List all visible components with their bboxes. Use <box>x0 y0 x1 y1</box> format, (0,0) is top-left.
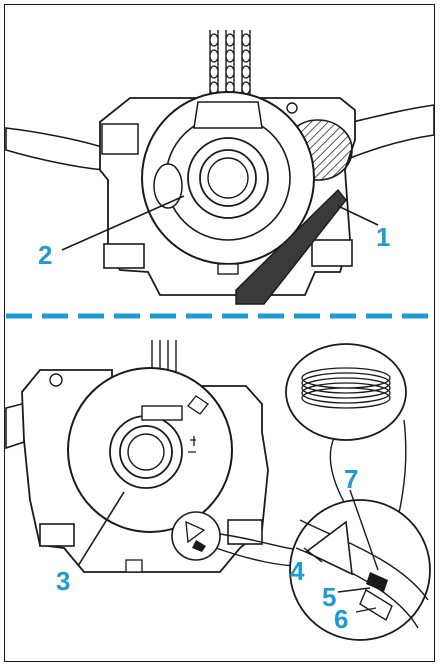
mount-tab-right-lower <box>227 519 263 545</box>
connector-block-lower <box>141 405 183 421</box>
leader-4 <box>303 547 323 563</box>
callout-3: 3 <box>56 566 70 596</box>
leader-7 <box>349 489 379 571</box>
leader-1 <box>337 205 379 226</box>
harness-links <box>209 33 251 111</box>
mount-tab-right <box>311 239 353 267</box>
lower-clip-2 <box>125 559 143 573</box>
detail-pin <box>359 588 393 622</box>
detail-notch <box>366 572 388 592</box>
mount-tab-left-lower <box>39 523 75 547</box>
mount-tab-left <box>103 243 145 269</box>
left-stalk <box>5 127 106 171</box>
housing-screw <box>286 102 298 114</box>
removal-tool <box>235 188 347 305</box>
diamond-mark <box>187 395 209 415</box>
housing-screw-lower <box>49 373 63 387</box>
callout-7: 7 <box>344 464 358 494</box>
coil-rings <box>301 367 391 409</box>
coil-magnifier <box>285 343 407 441</box>
leader-3 <box>77 491 125 567</box>
callout-2: 2 <box>38 240 52 270</box>
clock-spring-bore-lower <box>127 433 165 471</box>
right-stalk <box>339 104 435 162</box>
detail-triangle <box>304 520 353 576</box>
lower-clip <box>217 263 239 275</box>
indicator-pin-small <box>192 540 206 552</box>
callout-1: 1 <box>376 222 390 252</box>
callout-5: 5 <box>322 582 336 612</box>
tick-marks <box>188 436 196 453</box>
indicator-triangle-small <box>185 520 206 544</box>
top-panel: 2 1 <box>5 30 435 305</box>
leader-2 <box>61 195 185 251</box>
callout-4: 4 <box>290 556 305 586</box>
housing-window <box>101 123 139 155</box>
callout-6: 6 <box>334 604 348 634</box>
leader-6 <box>355 607 377 613</box>
leader-5 <box>337 587 371 593</box>
clock-spring-slot <box>153 163 183 209</box>
detail-rim <box>299 519 429 601</box>
detail-magnifier <box>289 499 431 641</box>
clock-spring-bore <box>207 157 249 199</box>
bottom-panel: 7 4 3 5 6 <box>5 340 431 641</box>
connector-block <box>193 101 263 129</box>
